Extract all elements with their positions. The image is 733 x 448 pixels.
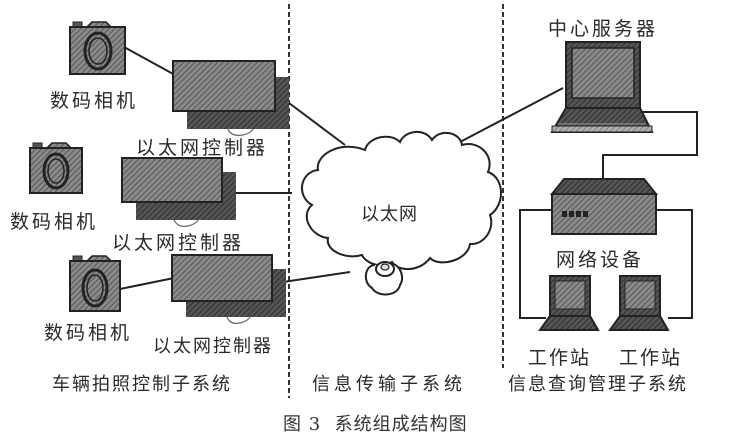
controller-label-2: 以太网控制器	[112, 232, 245, 254]
ethernet-cloud-icon	[301, 131, 502, 296]
camera-label-1: 数码相机	[50, 90, 139, 112]
ethernet-controller-icon	[121, 157, 236, 227]
link-camera1-controller1	[123, 46, 176, 76]
workstation-label-1: 工作站	[528, 347, 592, 369]
workstation-laptop-icon	[608, 275, 670, 331]
ethernet-controller-icon	[172, 60, 289, 136]
link-server-network-device	[602, 111, 698, 180]
controller-label-1: 以太网控制器	[136, 137, 269, 159]
camera-label-3: 数码相机	[44, 322, 133, 344]
server-laptop-icon	[550, 41, 654, 133]
link-cloud-server	[459, 87, 564, 143]
network-device-icon	[549, 178, 659, 235]
connections	[119, 46, 698, 319]
network-device-label: 网络设备	[556, 249, 645, 271]
controller-label-3: 以太网控制器	[153, 336, 273, 357]
link-device-workstation2	[656, 209, 693, 319]
subsystem-label-transmission: 信息传输子系统	[312, 374, 466, 395]
camera-icon	[69, 21, 126, 75]
figure-number: 图 3	[283, 414, 322, 435]
server-label: 中心服务器	[548, 18, 659, 40]
link-camera3-controller3	[119, 277, 175, 290]
workstation-laptop-icon	[538, 275, 600, 331]
link-controller3-cloud	[282, 271, 351, 283]
subsystem-label-query-management: 信息查询管理子系统	[508, 374, 688, 395]
camera-icon	[29, 142, 83, 194]
figure-caption: 图 3 系统组成结构图	[283, 410, 468, 436]
ethernet-controller-icon	[171, 254, 286, 324]
link-controller1-cloud	[284, 99, 346, 146]
link-device-workstation1	[519, 209, 553, 319]
figure-title: 系统组成结构图	[334, 414, 468, 435]
subsystem-label-vehicle-capture: 车辆拍照控制子系统	[52, 374, 232, 395]
camera-icon	[69, 255, 121, 312]
camera-label-2: 数码相机	[10, 211, 99, 233]
workstation-label-2: 工作站	[619, 347, 683, 369]
cloud-label: 以太网	[361, 204, 418, 225]
